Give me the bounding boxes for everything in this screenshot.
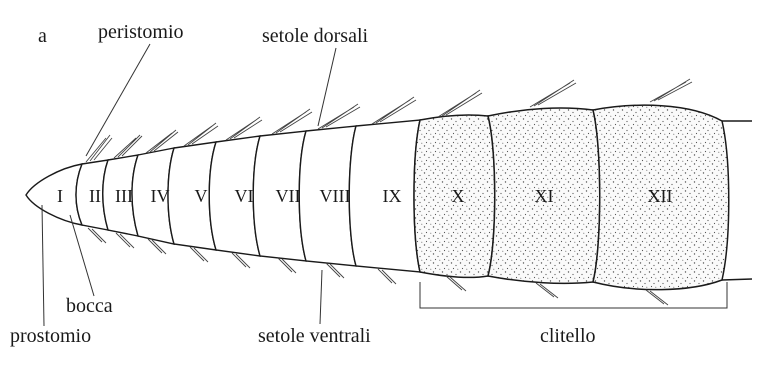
segment-label-IV: IV	[151, 186, 170, 206]
segment-label-VIII: VIII	[320, 186, 351, 206]
label-setole-ventrali: setole ventrali	[258, 325, 371, 347]
label-setole-dorsali: setole dorsali	[262, 25, 369, 47]
segment-label-III: III	[115, 186, 133, 206]
segment-label-VI: VI	[235, 186, 254, 206]
segment-label-I: I	[57, 186, 63, 206]
segment-label-V: V	[195, 186, 208, 206]
label-clitello: clitello	[540, 325, 596, 347]
label-peristomio: peristomio	[98, 21, 184, 43]
label-bocca: bocca	[66, 295, 113, 317]
segment-label-IX: IX	[383, 186, 402, 206]
segment-label-XII: XII	[648, 186, 673, 206]
segment-I-shape	[26, 164, 82, 225]
segment-label-XI: XI	[535, 186, 554, 206]
segment-label-II: II	[89, 186, 101, 206]
body-edge-bottom	[722, 279, 752, 280]
segment-label-VII: VII	[276, 186, 301, 206]
segment-label-X: X	[452, 186, 465, 206]
panel-letter: a	[38, 25, 47, 47]
label-prostomio: prostomio	[10, 325, 91, 347]
